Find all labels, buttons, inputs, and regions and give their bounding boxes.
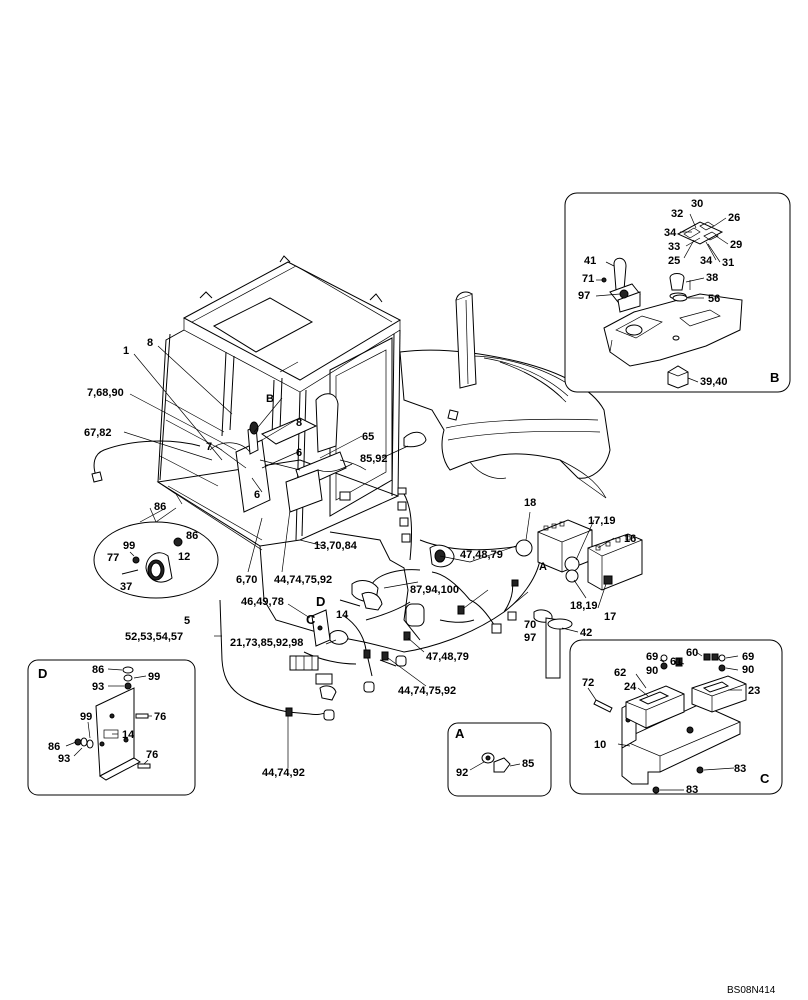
- gauge-panels: [515, 519, 643, 591]
- label-87-94-100: 87,94,100: [410, 584, 459, 596]
- label-d-99: 99: [148, 671, 160, 683]
- label-a-85: 85: [522, 758, 534, 770]
- label-8-b: 8: [296, 417, 302, 429]
- label-17-19: 17,19: [588, 515, 616, 527]
- label-86: 86: [154, 501, 166, 513]
- label-b-34-b: 34: [700, 255, 713, 267]
- label-7: 7: [206, 441, 212, 453]
- label-c-10: 10: [594, 739, 606, 751]
- label-d-86: 86: [92, 664, 104, 676]
- label-b-71: 71: [582, 273, 594, 285]
- detail-a-letter: A: [455, 726, 465, 741]
- label-12: 12: [178, 551, 190, 563]
- detail-b: 30 32 26 34 33 29 25 34 31 41 71 38 97 5…: [564, 192, 791, 393]
- label-c-69-b: 69: [742, 651, 754, 663]
- label-85-92: 85,92: [360, 453, 388, 465]
- label-86-light: 86: [186, 530, 198, 542]
- work-light-detail: [93, 507, 219, 599]
- label-c-69: 69: [646, 651, 658, 663]
- label-b-30: 30: [691, 198, 703, 210]
- label-d-76-b: 76: [146, 749, 158, 761]
- cab: [91, 255, 459, 551]
- label-b-56: 56: [708, 293, 720, 305]
- label-c-90-b: 90: [742, 664, 754, 676]
- label-c-23: 23: [748, 685, 760, 697]
- label-6-70: 6,70: [236, 574, 257, 586]
- label-b-31: 31: [722, 257, 734, 269]
- label-44-74-75-92-b: 44,74,75,92: [398, 685, 456, 697]
- detail-c-letter: C: [760, 771, 770, 786]
- label-18: 18: [524, 497, 536, 509]
- wiring-harness: [219, 487, 573, 721]
- label-16: 16: [624, 533, 636, 545]
- label-c-62: 62: [614, 667, 626, 679]
- label-14: 14: [336, 609, 349, 621]
- leader-lines: [123, 345, 615, 768]
- label-6-b: 6: [254, 489, 260, 501]
- label-b-39-40: 39,40: [700, 376, 728, 388]
- engine-hood: [399, 349, 611, 499]
- label-42: 42: [580, 627, 592, 639]
- label-65: 65: [362, 431, 374, 443]
- label-d-76: 76: [154, 711, 166, 723]
- label-c-72: 72: [582, 677, 594, 689]
- label-99: 99: [123, 540, 135, 552]
- label-c-main: C: [306, 612, 316, 627]
- label-b-32: 32: [671, 208, 683, 220]
- label-70: 70: [524, 619, 536, 631]
- label-18-19: 18,19: [570, 600, 598, 612]
- label-97: 97: [524, 632, 536, 644]
- label-13-70-84: 13,70,84: [314, 540, 358, 552]
- label-c-24: 24: [624, 681, 637, 693]
- label-b-97: 97: [578, 290, 590, 302]
- label-b-41: 41: [584, 255, 596, 267]
- label-c-60: 60: [686, 647, 698, 659]
- label-d-main: D: [316, 594, 325, 609]
- label-c-90: 90: [646, 665, 658, 677]
- label-5: 5: [184, 615, 190, 627]
- label-a-main: A: [539, 561, 547, 573]
- exhaust-pipe: [455, 291, 477, 389]
- label-d-93: 93: [92, 681, 104, 693]
- label-b-34: 34: [664, 227, 677, 239]
- label-c-83: 83: [734, 763, 746, 775]
- main-labels: 1 8 8 7,68,90 67,82 7 B 65 6 6 85,92 86 …: [84, 337, 636, 779]
- detail-d: D 86 99 93 99 76 14 86 93 76: [27, 659, 196, 796]
- label-67-82: 67,82: [84, 427, 112, 439]
- detail-c: 69 60 69 90 61 90 62 72 24 23 10 83 83 C: [569, 639, 783, 796]
- drawing-code: BS08N414: [727, 985, 776, 996]
- label-b-26: 26: [728, 212, 740, 224]
- label-44-74-75-92: 44,74,75,92: [274, 574, 332, 586]
- label-b-38: 38: [706, 272, 718, 284]
- label-47-48-79: 47,48,79: [460, 549, 503, 561]
- label-d-99-b: 99: [80, 711, 92, 723]
- label-c-61: 61: [670, 656, 682, 668]
- label-17: 17: [604, 611, 616, 623]
- label-a-92: 92: [456, 767, 468, 779]
- label-46-49-78: 46,49,78: [241, 596, 284, 608]
- label-c-83-b: 83: [686, 784, 698, 796]
- label-44-74-92: 44,74,92: [262, 767, 305, 779]
- label-d-14: 14: [122, 729, 135, 741]
- label-8: 8: [147, 337, 153, 349]
- label-b-main: B: [266, 393, 274, 405]
- label-47-48-79-b: 47,48,79: [426, 651, 469, 663]
- label-6: 6: [296, 447, 302, 459]
- label-b-33: 33: [668, 241, 680, 253]
- label-d-86-b: 86: [48, 741, 60, 753]
- label-7-68-90: 7,68,90: [87, 387, 124, 399]
- label-d-93-b: 93: [58, 753, 70, 765]
- label-37: 37: [120, 581, 132, 593]
- detail-d-letter: D: [38, 666, 47, 681]
- label-b-25: 25: [668, 255, 680, 267]
- detail-a: A 92 85: [447, 722, 552, 797]
- label-52-53-54-57: 52,53,54,57: [125, 631, 183, 643]
- label-b-29: 29: [730, 239, 742, 251]
- detail-b-letter: B: [770, 370, 779, 385]
- label-1: 1: [123, 345, 129, 357]
- label-21-73-85-92-98: 21,73,85,92,98: [230, 637, 303, 649]
- label-77: 77: [107, 552, 119, 564]
